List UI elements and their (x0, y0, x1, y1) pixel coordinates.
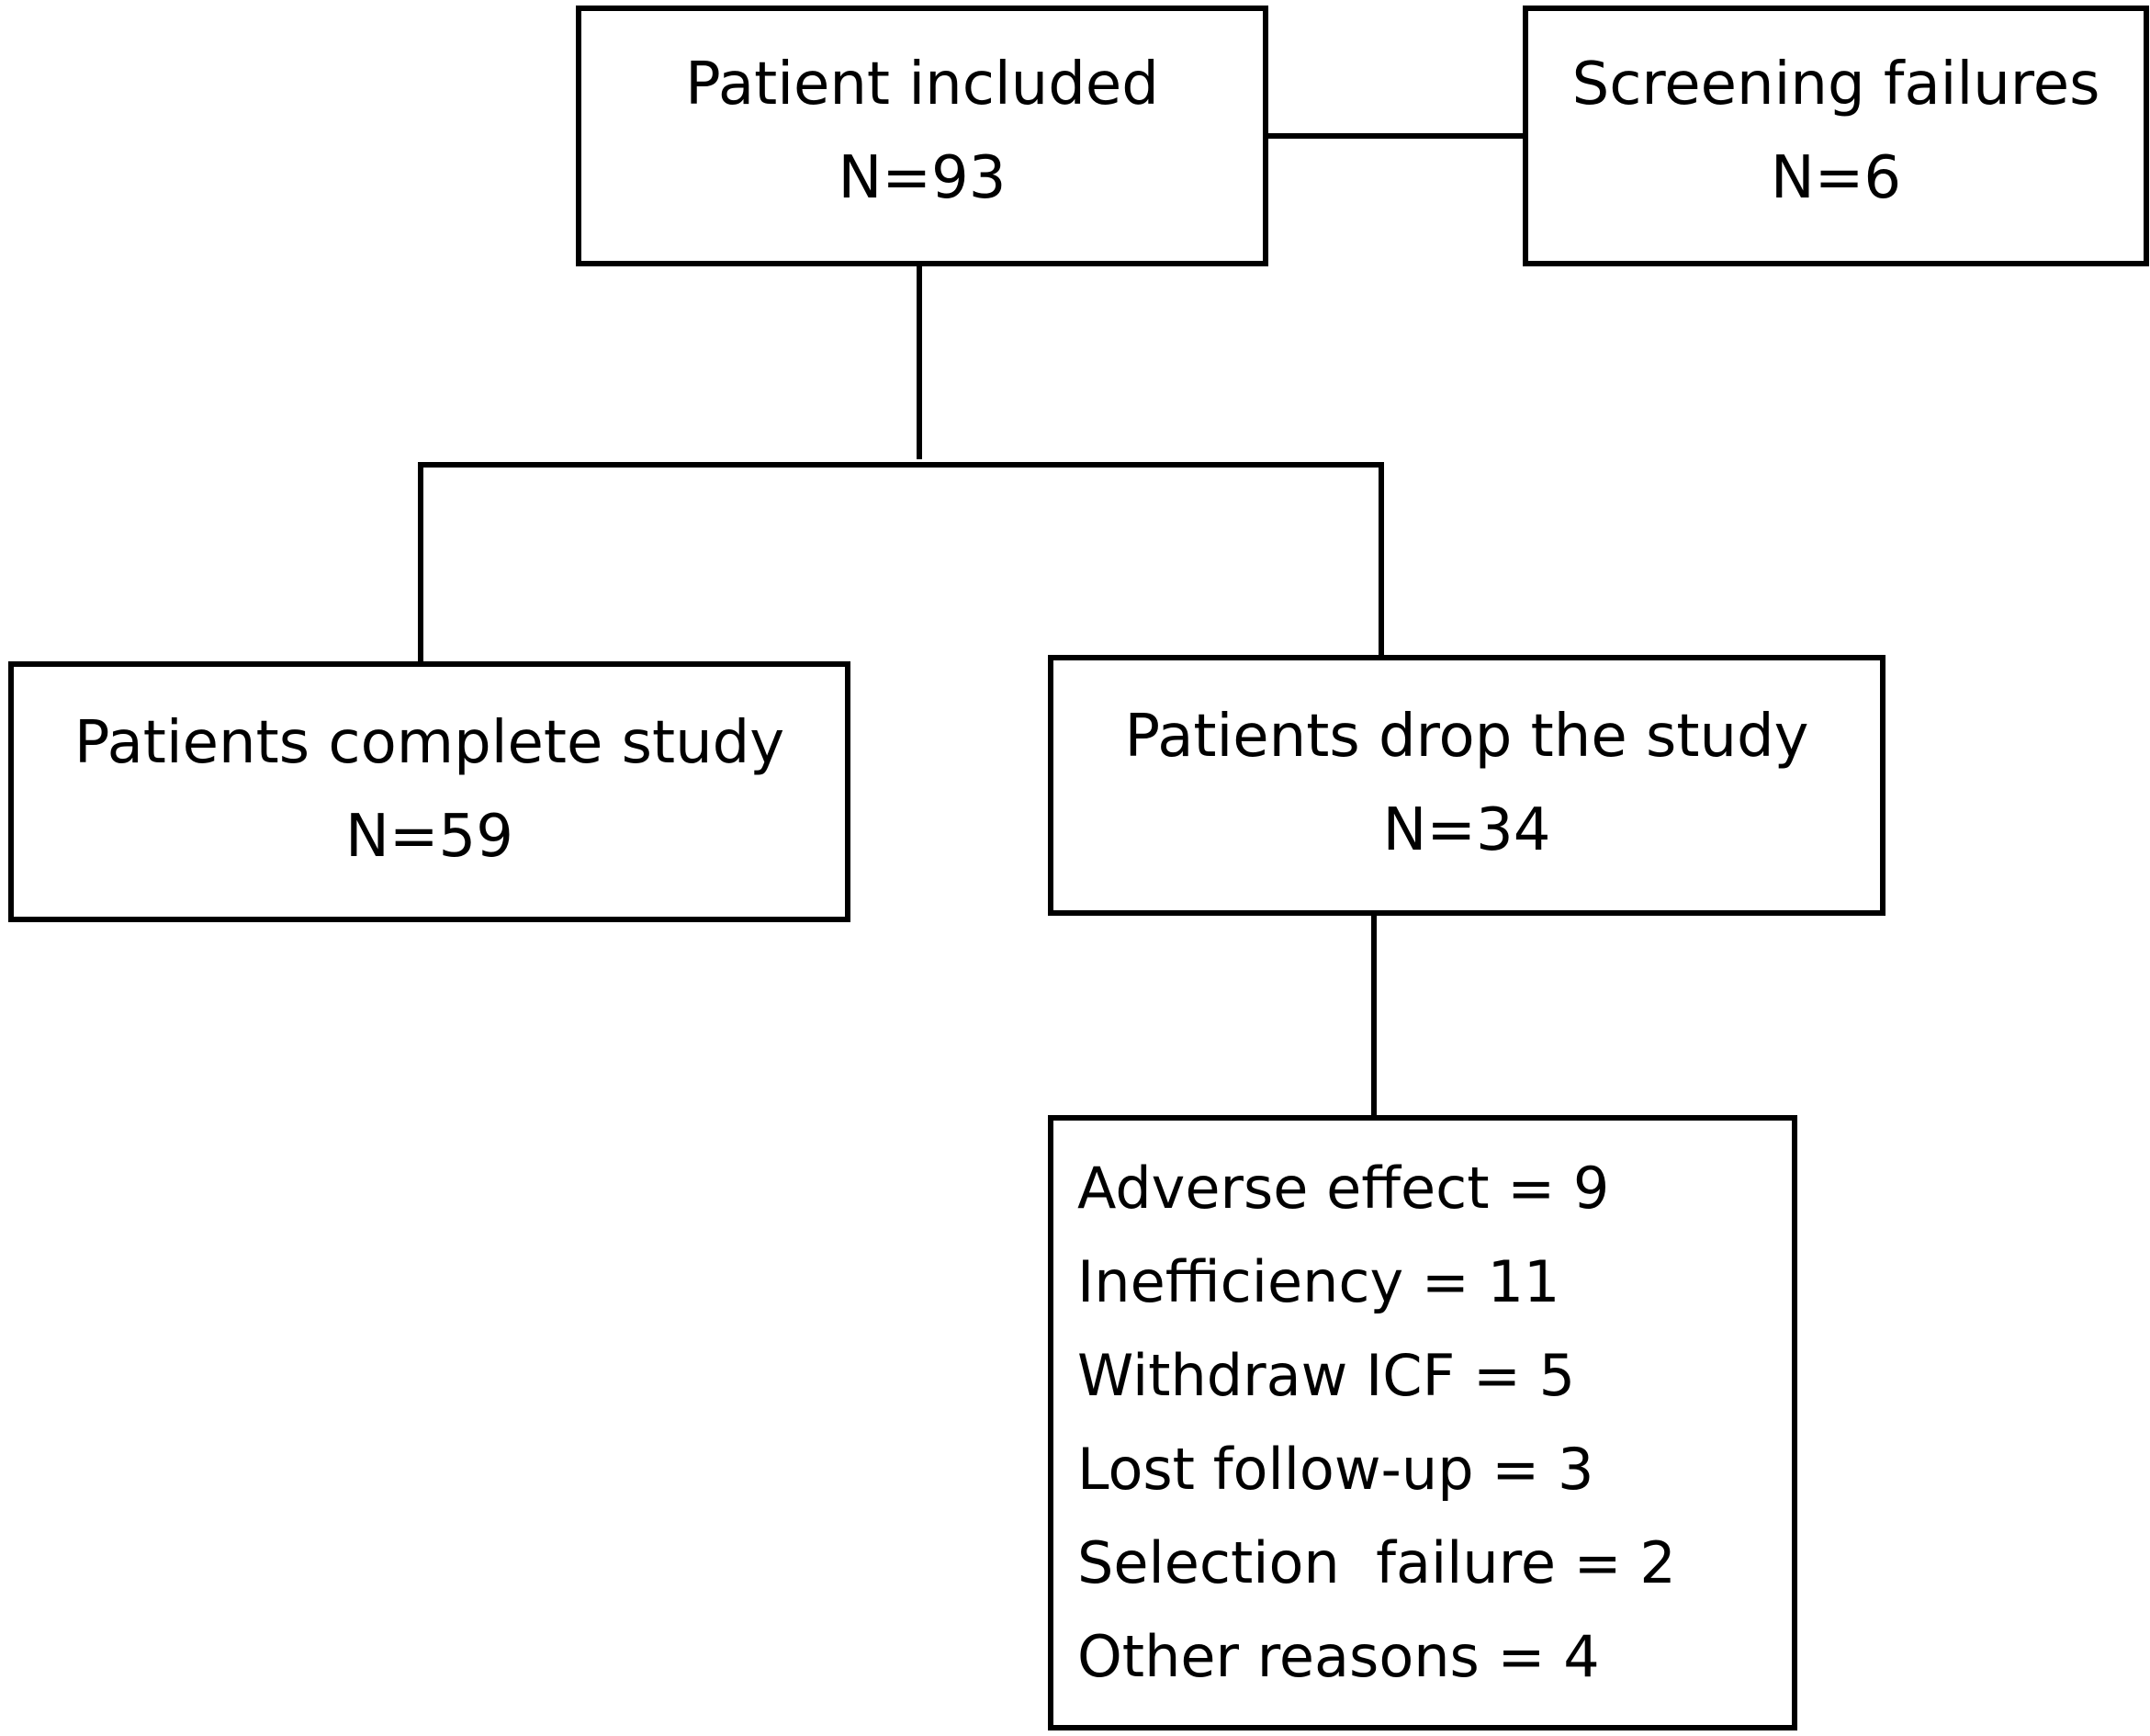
patients-drop-count: N=34 (1382, 796, 1551, 864)
drop-reason-lost-follow-up: Lost follow-up = 3 (1077, 1436, 1594, 1503)
drop-reason-inefficiency: Inefficiency = 11 (1077, 1248, 1560, 1315)
screening-failures-count: N=6 (1770, 144, 1902, 212)
patients-complete-label: Patients complete study (73, 709, 785, 777)
drop-reasons-box: Adverse effect = 9 Inefficiency = 11 Wit… (1048, 1115, 1797, 1730)
drop-reason-adverse-effect: Adverse effect = 9 (1077, 1155, 1610, 1222)
patient-included-box: Patient included N=93 (576, 6, 1268, 266)
patients-complete-count: N=59 (345, 803, 513, 871)
drop-reason-selection-failure: Selection failure = 2 (1077, 1529, 1676, 1596)
screening-failures-box: Screening failures N=6 (1523, 6, 2149, 266)
drop-reason-other-reasons: Other reasons = 4 (1077, 1623, 1600, 1690)
patients-complete-box: Patients complete study N=59 (8, 661, 850, 922)
drop-reason-withdraw-icf: Withdraw ICF = 5 (1077, 1342, 1576, 1409)
screening-failures-label: Screening failures (1571, 51, 2100, 118)
patient-included-count: N=93 (838, 144, 1007, 212)
patients-drop-label: Patients drop the study (1124, 703, 1809, 771)
patients-drop-box: Patients drop the study N=34 (1048, 655, 1885, 916)
patient-included-label: Patient included (685, 51, 1159, 118)
